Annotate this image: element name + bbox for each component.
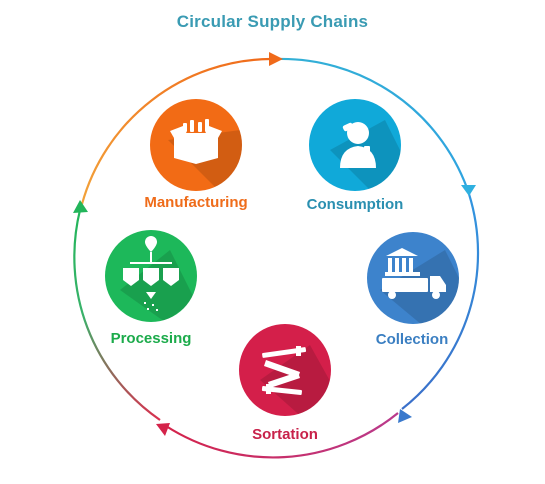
consumption-label: Consumption (306, 196, 404, 213)
consumption-node (309, 99, 401, 191)
arrowhead-bottom-left (156, 423, 170, 436)
manufacturing-node (150, 99, 242, 191)
arc-collection-to-sortation (165, 412, 399, 459)
arc-consumption-to-collection (401, 193, 480, 410)
sortation-node (239, 324, 331, 416)
person-drinking-icon (340, 122, 376, 168)
sortation-label: Sortation (252, 426, 318, 443)
arrowhead-left (73, 200, 88, 213)
arc-sortation-to-processing (73, 209, 161, 421)
processing-node (105, 230, 197, 322)
processing-label: Processing (110, 330, 192, 347)
box-with-bottles-icon (170, 119, 222, 164)
collection-node (367, 232, 459, 324)
processing-tanks-icon (123, 236, 179, 311)
arrowhead-right-upper (461, 185, 476, 196)
arc-manufacturing-to-consumption (275, 57, 469, 189)
diagram-title: Circular Supply Chains (176, 12, 369, 31)
conveyor-sorting-icon (261, 346, 307, 395)
manufacturing-label: Manufacturing (144, 194, 248, 211)
arrowhead-top (269, 52, 283, 66)
arc-processing-to-manufacturing (80, 57, 271, 205)
arrowhead-right-lower (398, 409, 412, 423)
truck-with-building-icon (382, 248, 446, 299)
collection-label: Collection (375, 331, 449, 348)
